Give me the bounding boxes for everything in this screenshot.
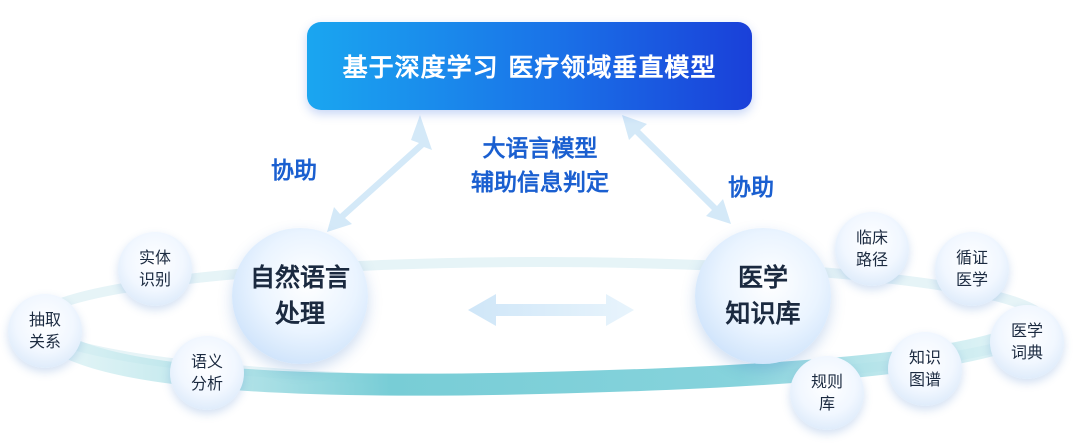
- satellite-line1: 语义: [190, 352, 223, 371]
- satellite-line2: 路径: [855, 250, 888, 269]
- satellite-semantic-analysis: 语义 分析: [170, 336, 244, 410]
- satellite-evidence-based-medicine: 循证 医学: [935, 232, 1009, 306]
- satellite-line1: 实体: [138, 248, 171, 267]
- llm-note-line2: 辅助信息判定: [471, 170, 609, 196]
- satellite-rule-base: 规则 库: [790, 356, 864, 430]
- satellite-line2: 词典: [1010, 343, 1043, 362]
- satellite-line1: 知识: [908, 348, 941, 367]
- llm-note-line1: 大语言模型: [482, 136, 598, 162]
- nlp-node-line2: 处理: [274, 299, 325, 328]
- knowledge-base-node-line1: 医学: [737, 263, 788, 292]
- assist-label-left: 协助: [271, 158, 317, 184]
- satellite-line1: 医学: [1010, 321, 1043, 340]
- satellite-line2: 库: [818, 394, 835, 413]
- satellite-line1: 规则: [810, 372, 843, 391]
- satellite-line2: 分析: [190, 374, 223, 393]
- satellite-knowledge-graph: 知识 图谱: [888, 332, 962, 406]
- nlp-node: 自然语言 处理: [232, 228, 368, 364]
- assist-label-right: 协助: [728, 175, 774, 201]
- satellite-line2: 关系: [28, 332, 61, 351]
- nlp-node-line1: 自然语言: [249, 263, 350, 292]
- satellite-line1: 循证: [955, 248, 988, 267]
- satellite-clinical-pathway: 临床 路径: [835, 212, 909, 286]
- knowledge-base-node-line2: 知识库: [725, 299, 801, 328]
- satellite-line2: 医学: [955, 270, 988, 289]
- satellite-entity-recognition: 实体 识别: [118, 232, 192, 306]
- top-model-title: 基于深度学习 医疗领域垂直模型: [342, 53, 717, 82]
- satellite-line1: 临床: [855, 228, 888, 247]
- left-double-arrow: [327, 115, 432, 232]
- satellite-line2: 识别: [138, 270, 171, 289]
- knowledge-base-node: 医学 知识库: [695, 228, 831, 364]
- satellite-line2: 图谱: [908, 370, 941, 389]
- center-double-arrow: [468, 294, 634, 326]
- satellite-line1: 抽取: [28, 310, 61, 329]
- satellite-medical-dictionary: 医学 词典: [990, 305, 1064, 379]
- top-model-box: 基于深度学习 医疗领域垂直模型: [307, 22, 752, 110]
- llm-note: 大语言模型 辅助信息判定: [440, 132, 640, 200]
- satellite-relation-extraction: 抽取 关系: [8, 294, 82, 368]
- orbit-ring-front: [29, 309, 1051, 396]
- right-double-arrow: [622, 115, 731, 224]
